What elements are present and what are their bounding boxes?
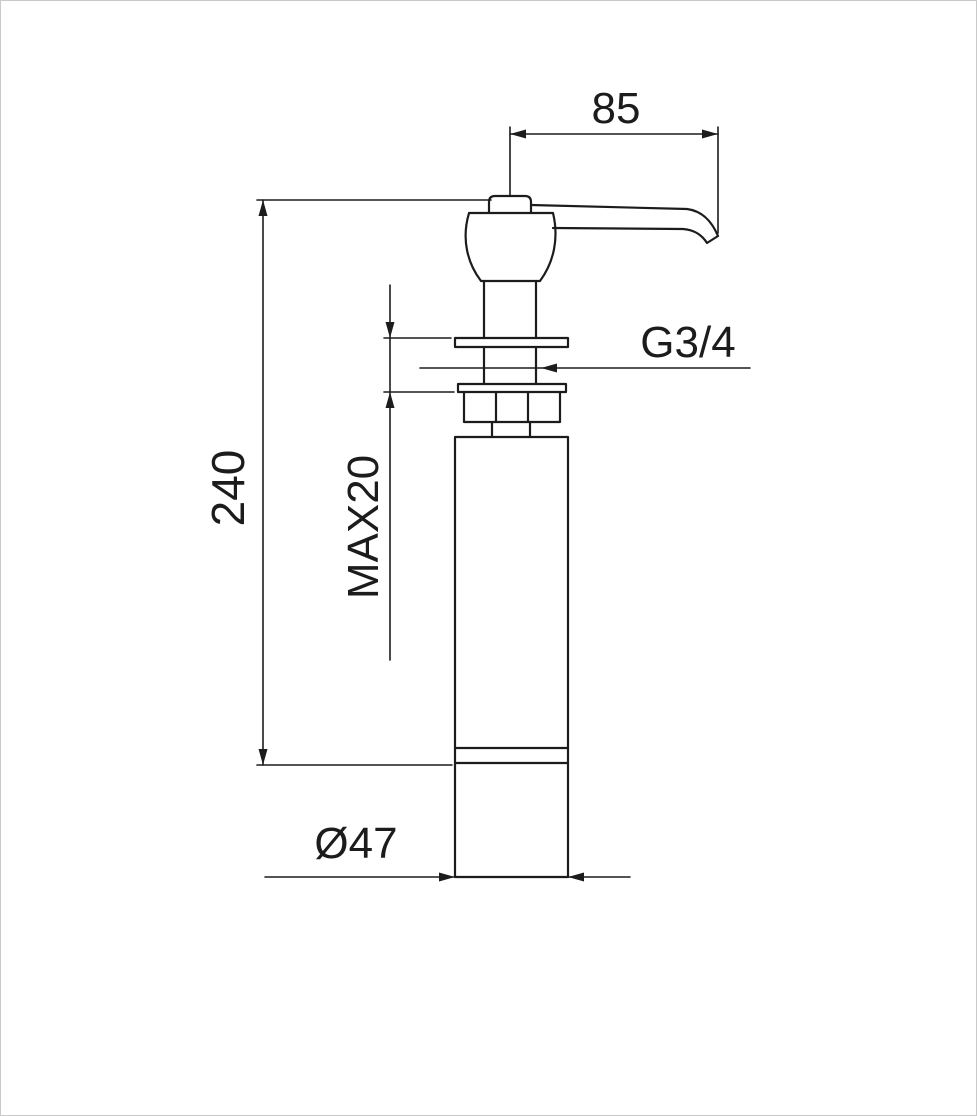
pump-neck	[482, 279, 538, 340]
bottle	[453, 435, 570, 879]
locknut	[462, 390, 562, 424]
label-spout-reach: 85	[592, 84, 641, 133]
label-max-deck-thickness: MAX20	[339, 455, 388, 599]
dim-ext-spout-reach	[509, 126, 719, 234]
dim-ext-max-deck-thickness	[383, 337, 455, 393]
dim-ext-overall-height	[256, 199, 492, 766]
arrow-max-deck-top	[385, 322, 395, 338]
arrow-overall-height-bottom	[258, 749, 268, 765]
mounting-flange	[453, 336, 570, 349]
threaded-shank	[482, 345, 538, 386]
arrow-bottle-diameter-left	[439, 872, 455, 882]
dispenser-outline	[453, 194, 720, 879]
spout	[529, 203, 720, 245]
label-overall-height: 240	[202, 450, 254, 527]
arrow-spout-reach-left	[510, 129, 526, 139]
arrow-max-deck-bottom	[385, 392, 395, 408]
dimension-lines	[256, 126, 751, 878]
washer	[456, 382, 568, 394]
bottle-neck	[490, 420, 532, 439]
pump-cap	[487, 194, 533, 214]
arrow-thread-leader	[541, 363, 557, 373]
label-thread-size: G3/4	[640, 318, 735, 367]
arrow-bottle-diameter-right	[568, 872, 584, 882]
dimension-labels: 85 240 MAX20 G3/4 Ø47	[202, 84, 736, 868]
pump-head-body	[464, 211, 557, 283]
label-bottle-diameter: Ø47	[314, 819, 397, 868]
arrowheads	[258, 129, 718, 882]
arrow-spout-reach-right	[702, 129, 718, 139]
arrow-overall-height-top	[258, 200, 268, 216]
